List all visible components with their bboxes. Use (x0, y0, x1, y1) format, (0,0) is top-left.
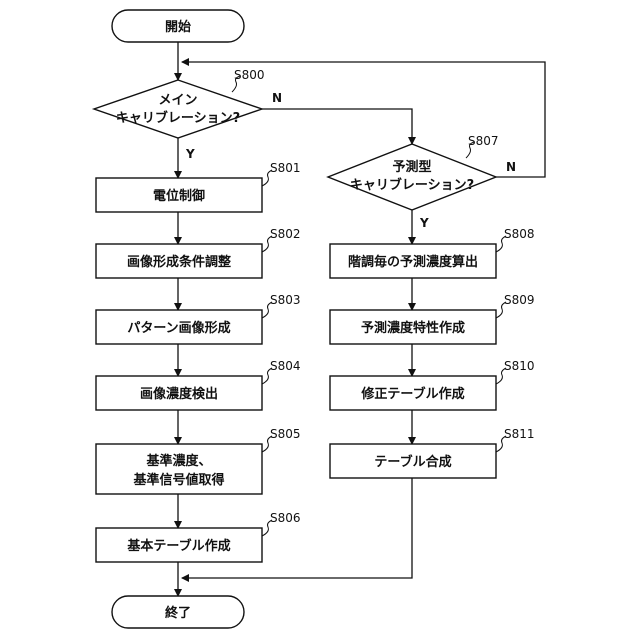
process-s803-label: パターン画像形成 (127, 320, 230, 336)
step-label-s807: S807 (468, 134, 499, 148)
step-label-s808: S808 (504, 227, 535, 241)
decision-predictive-calibration-shape (328, 144, 496, 210)
decision-main-calibration-shape (94, 80, 262, 138)
decision-main-calibration-line2: キャリブレーション? (116, 110, 240, 126)
branch-label-s807-yes: Y (419, 216, 429, 230)
process-s803: パターン画像形成 S803 (96, 293, 301, 344)
decision-main-calibration: メイン キャリブレーション? S800 (94, 68, 265, 138)
start-terminal: 開始 (112, 10, 244, 42)
process-s810: 修正テーブル作成 S810 (330, 359, 535, 410)
process-s805-label-line2: 基準信号値取得 (132, 472, 224, 488)
step-label-s806: S806 (270, 511, 301, 525)
step-label-s805: S805 (270, 427, 301, 441)
process-s802-label: 画像形成条件調整 (127, 254, 232, 270)
step-label-s804: S804 (270, 359, 301, 373)
process-s808: 階調毎の予測濃度算出 S808 (330, 227, 535, 278)
decision-predictive-calibration-line2: キャリブレーション? (350, 177, 474, 193)
process-s811: テーブル合成 S811 (330, 427, 535, 478)
process-s802: 画像形成条件調整 S802 (96, 227, 301, 278)
process-s805-label-line1: 基準濃度、 (145, 453, 211, 469)
process-s811-label: テーブル合成 (374, 454, 451, 470)
branch-label-s800-yes: Y (185, 147, 195, 161)
process-s809: 予測濃度特性作成 S809 (330, 293, 535, 344)
process-s806-label: 基本テーブル作成 (126, 538, 230, 554)
branch-label-s800-no: N (272, 91, 282, 105)
process-s801: 電位制御 S801 (96, 161, 301, 212)
process-s809-label: 予測濃度特性作成 (361, 320, 465, 336)
step-label-s800: S800 (234, 68, 265, 82)
end-terminal: 終了 (112, 596, 244, 628)
end-terminal-label: 終了 (165, 605, 191, 621)
process-s801-label: 電位制御 (153, 188, 205, 204)
step-label-s803: S803 (270, 293, 301, 307)
process-s804: 画像濃度検出 S804 (96, 359, 301, 410)
branch-label-s807-no: N (506, 160, 516, 174)
step-label-s802: S802 (270, 227, 301, 241)
step-label-s811: S811 (504, 427, 535, 441)
start-terminal-label: 開始 (165, 19, 191, 35)
step-label-s810: S810 (504, 359, 535, 373)
process-s806: 基本テーブル作成 S806 (96, 511, 301, 562)
process-s805: 基準濃度、 基準信号値取得 S805 (96, 427, 301, 494)
decision-main-calibration-line1: メイン (158, 93, 197, 108)
step-label-s809: S809 (504, 293, 535, 307)
connector-s800-no (262, 109, 412, 144)
step-label-s801: S801 (270, 161, 301, 175)
process-s804-label: 画像濃度検出 (140, 386, 218, 402)
decision-predictive-calibration: 予測型 キャリブレーション? S807 (328, 134, 499, 210)
decision-predictive-calibration-line1: 予測型 (392, 159, 431, 175)
process-s810-label: 修正テーブル作成 (360, 386, 464, 402)
process-s808-label: 階調毎の予測濃度算出 (348, 254, 478, 270)
